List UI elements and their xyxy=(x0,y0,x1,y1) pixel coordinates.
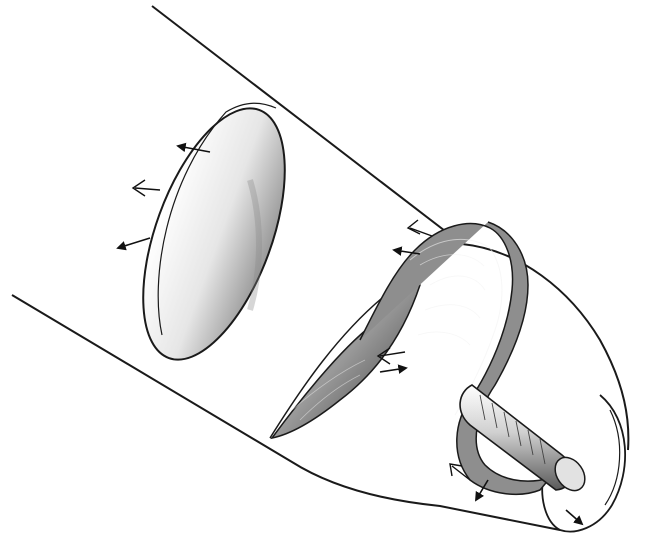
filled-arrowhead-icon xyxy=(566,510,582,524)
tube-end-rim-inner xyxy=(605,410,620,505)
thin-disc xyxy=(114,90,313,378)
open-arrowhead-icon xyxy=(133,180,160,196)
filled-arrowhead-icon xyxy=(118,238,150,248)
filled-arrowhead-icon xyxy=(380,368,406,372)
open-arrowhead-icon xyxy=(408,220,432,236)
